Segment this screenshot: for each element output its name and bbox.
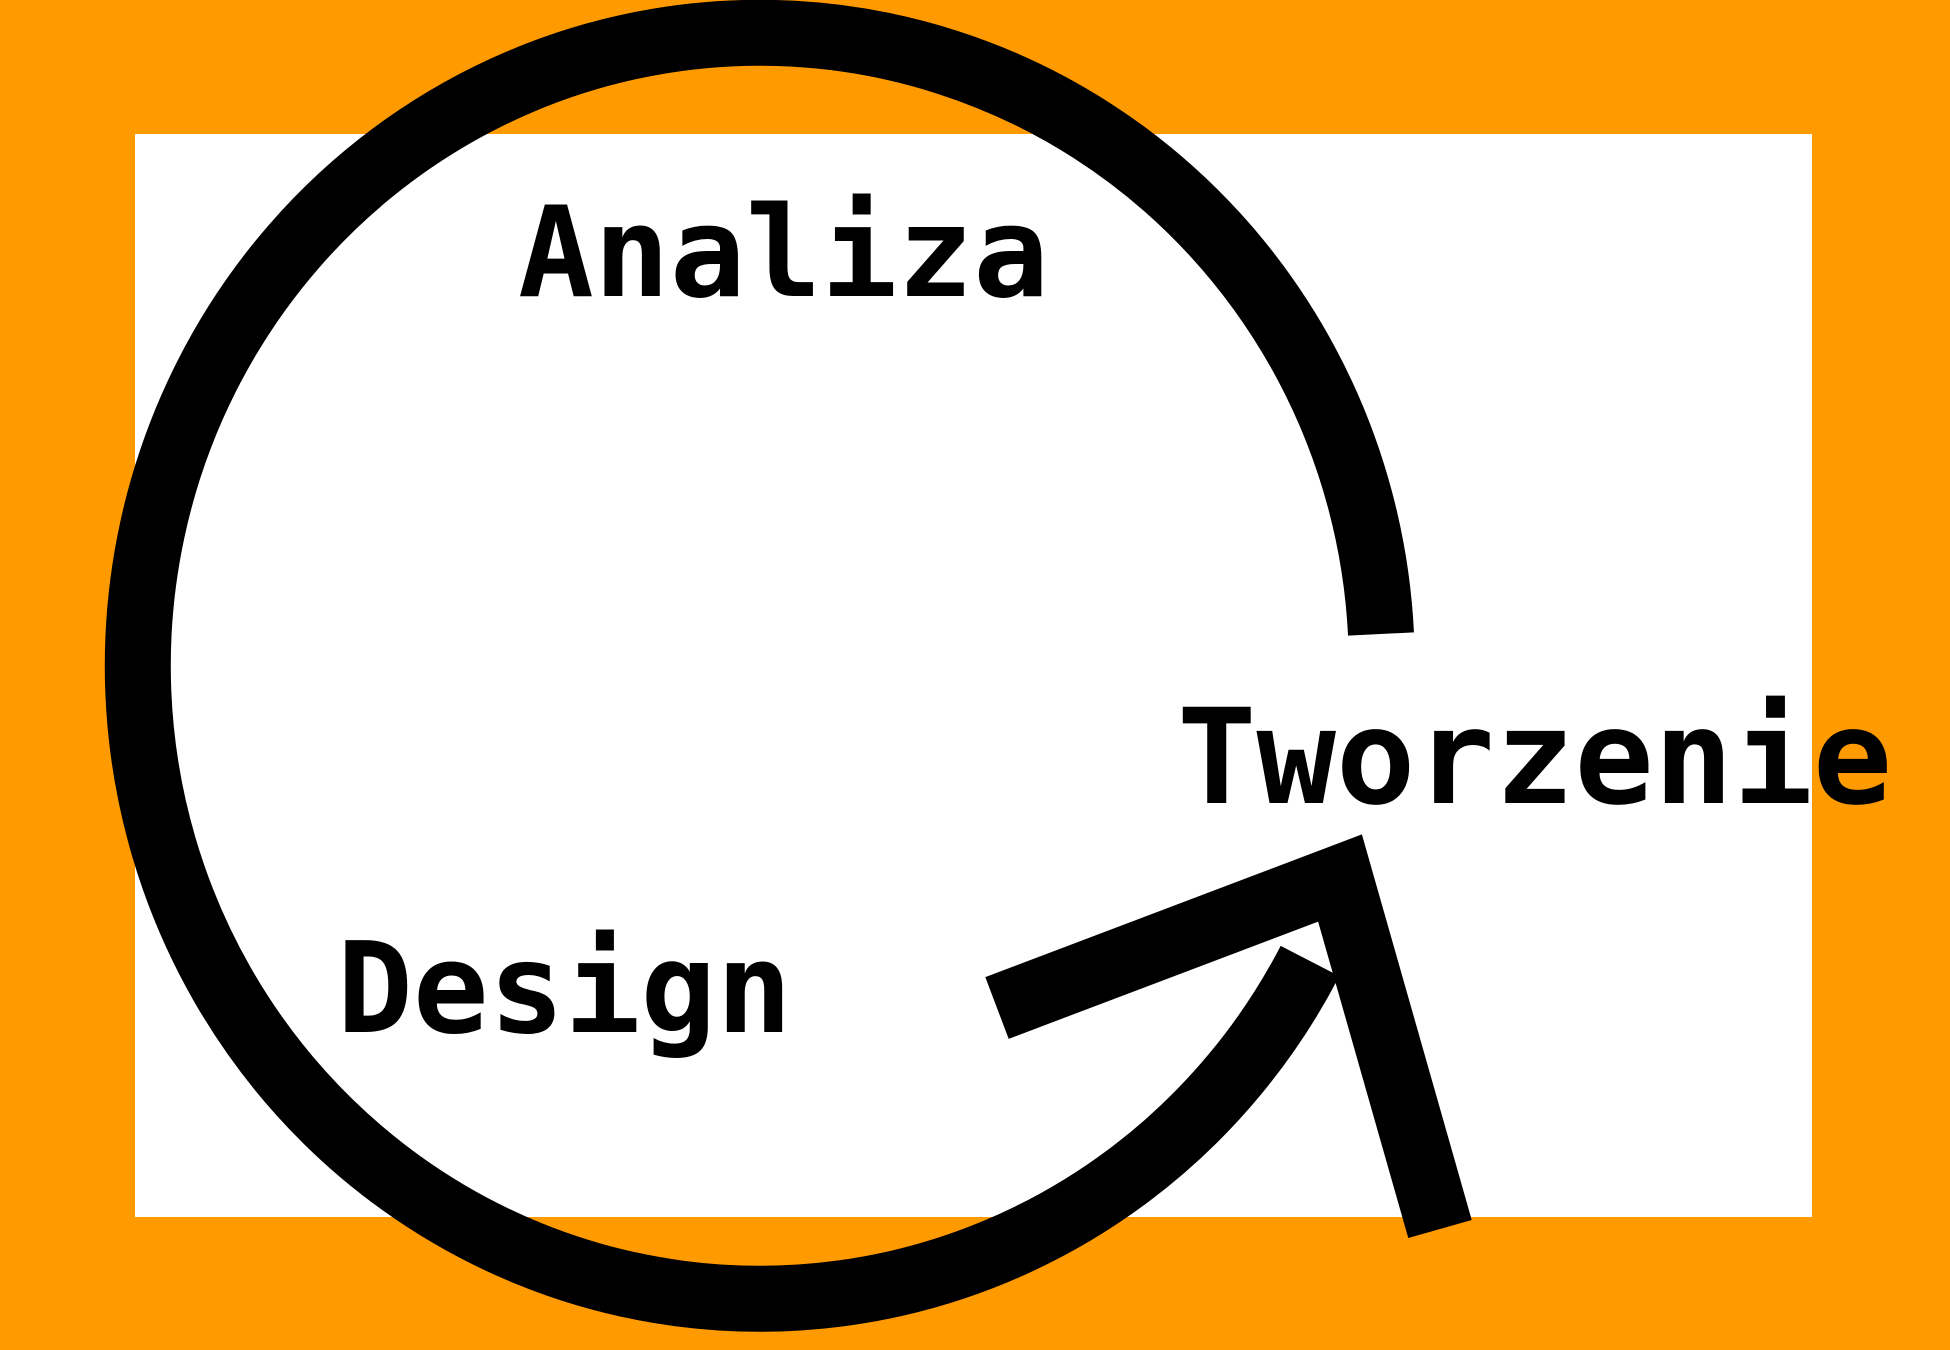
stage-label-analiza: Analiza bbox=[518, 179, 1050, 326]
arrow-head-icon bbox=[985, 834, 1472, 1239]
stage-label-tworzenie: Tworzenie bbox=[1177, 681, 1893, 835]
cycle-arc bbox=[104, 0, 1414, 1332]
white-panel bbox=[135, 134, 1812, 1217]
stage-label-design: Design bbox=[337, 915, 793, 1062]
